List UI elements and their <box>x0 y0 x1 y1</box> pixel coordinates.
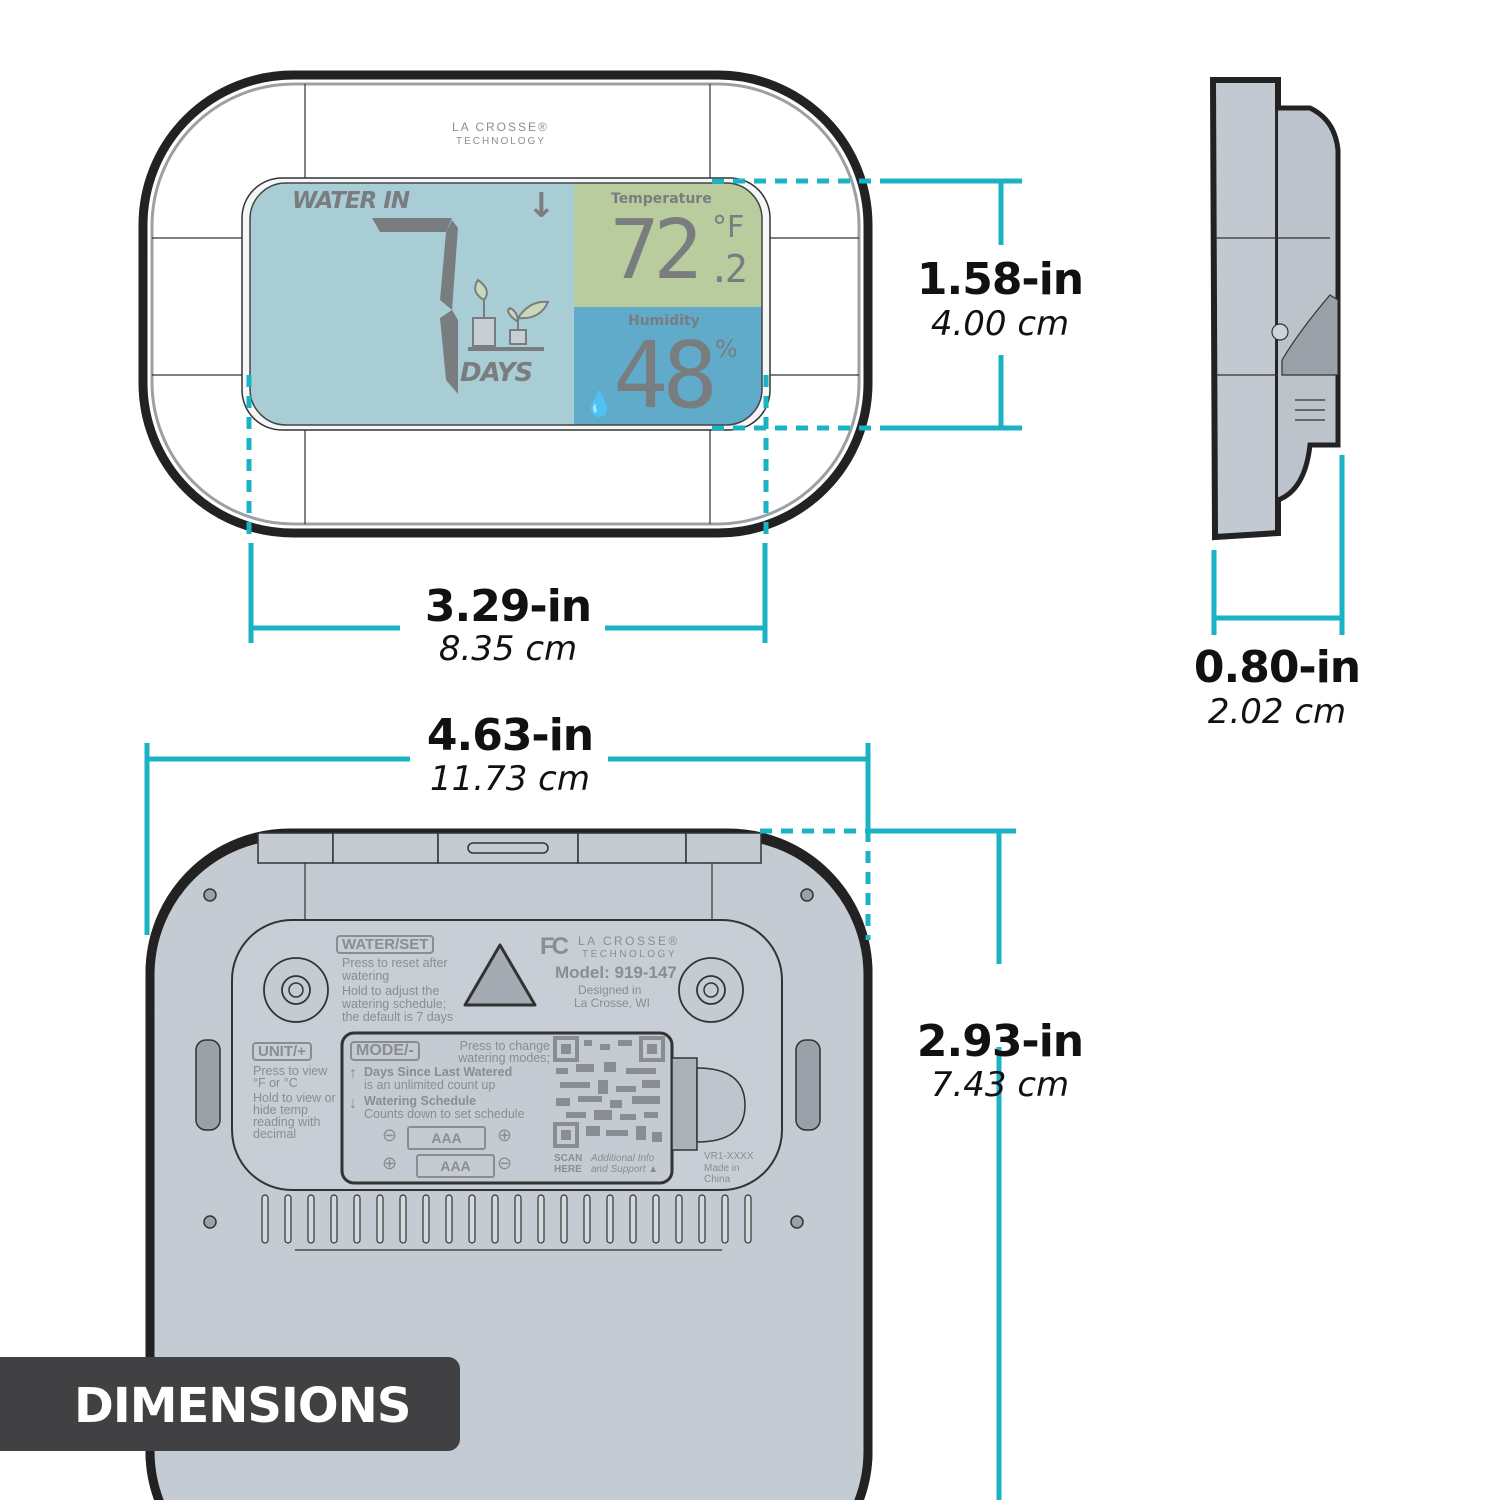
water-set-button-label: WATER/SET <box>336 935 435 954</box>
front-brand-line1: LA CROSSE® <box>452 120 549 134</box>
mode-button-label: MODE/- <box>350 1041 420 1061</box>
depth-cm: 2.02 cm <box>1207 692 1347 732</box>
overall-height-in: 2.93-in <box>916 1016 1084 1067</box>
plants-icon <box>468 278 550 351</box>
title-banner <box>0 1357 460 1451</box>
lcd-width-cm: 8.35 cm <box>438 629 578 669</box>
lcd-height-in: 1.58-in <box>916 254 1084 305</box>
mode-desc: Press to change watering modes; <box>458 1039 550 1065</box>
water-set-desc1: Press to reset after watering <box>342 956 448 983</box>
overall-height-cm: 7.43 cm <box>930 1065 1070 1105</box>
lcd-height-cm: 4.00 cm <box>930 304 1070 344</box>
overall-width-cm: 11.73 cm <box>430 759 590 799</box>
lcd-width-in: 3.29-in <box>424 581 592 632</box>
battery-minus-icon-2: ⊖ <box>497 1153 513 1173</box>
scan-label-1: SCAN <box>554 1153 583 1164</box>
designed-location: La Crosse, WI <box>574 996 651 1010</box>
back-view-device <box>145 828 873 1500</box>
model-number: Model: 919-147 <box>555 963 677 982</box>
product-code: VR1-XXXX <box>704 1151 754 1162</box>
humidity-unit: % <box>715 335 738 363</box>
humidity-label: Humidity <box>628 313 700 329</box>
battery-plus-icon: ⊕ <box>497 1125 513 1145</box>
back-brand-line2: TECHNOLOGY <box>582 949 678 960</box>
humidity-droplet-icon: 💧 <box>584 390 614 418</box>
page-title: DIMENSIONS <box>74 1378 411 1434</box>
battery-minus-icon: ⊖ <box>382 1125 398 1145</box>
water-set-desc2: Hold to adjust the watering schedule; th… <box>342 984 454 1024</box>
made-in-2: China <box>704 1174 731 1185</box>
temperature-label: Temperature <box>611 191 712 207</box>
qr-code <box>553 1036 665 1148</box>
mount-post-left <box>263 957 329 1023</box>
temperature-decimal: .2 <box>708 247 748 291</box>
water-in-label: WATER IN <box>292 188 410 214</box>
scan-desc-2: and Support ▲ <box>591 1164 659 1175</box>
hanging-slot-icon <box>463 943 537 1007</box>
battery-plus-icon-2: ⊕ <box>382 1153 398 1173</box>
mode-arrow-down-icon: ↓ <box>527 186 556 226</box>
unit-desc1: Press to view °F or °C <box>253 1064 328 1090</box>
scan-label-2: HERE <box>554 1164 582 1175</box>
depth-in: 0.80-in <box>1193 642 1361 693</box>
mount-post-right <box>678 957 744 1023</box>
made-in-1: Made in <box>704 1163 740 1174</box>
down-arrow-icon: ↓ <box>349 1095 357 1112</box>
scan-desc-1: Additional Info <box>591 1153 655 1164</box>
battery-2: AAA <box>416 1154 495 1178</box>
battery-1: AAA <box>407 1126 486 1150</box>
side-view-device <box>1209 77 1341 541</box>
up-arrow-icon: ↑ <box>349 1065 357 1082</box>
temperature-unit: °F <box>712 210 745 245</box>
dimension-lines <box>144 178 1345 1500</box>
vent-slots <box>261 1194 752 1244</box>
back-brand-line1: LA CROSSE® <box>578 934 680 948</box>
mode-up-title: Days Since Last Watered <box>364 1065 513 1079</box>
days-label: DAYS <box>460 358 533 388</box>
temperature-value: 72 <box>610 203 703 298</box>
overall-width-in: 4.63-in <box>426 710 594 761</box>
front-view-device <box>138 70 873 538</box>
front-brand-line2: TECHNOLOGY <box>456 136 547 147</box>
designed-in: Designed in <box>578 983 642 997</box>
mode-down-desc: Counts down to set schedule <box>364 1107 525 1121</box>
mode-up-desc: is an unlimited count up <box>364 1078 496 1092</box>
unit-button-label: UNIT/+ <box>252 1042 312 1061</box>
humidity-value: 48 <box>613 322 718 429</box>
unit-desc2: Hold to view or hide temp reading with d… <box>253 1091 336 1141</box>
fcc-mark: FC <box>540 933 569 960</box>
mode-down-title: Watering Schedule <box>364 1094 477 1108</box>
